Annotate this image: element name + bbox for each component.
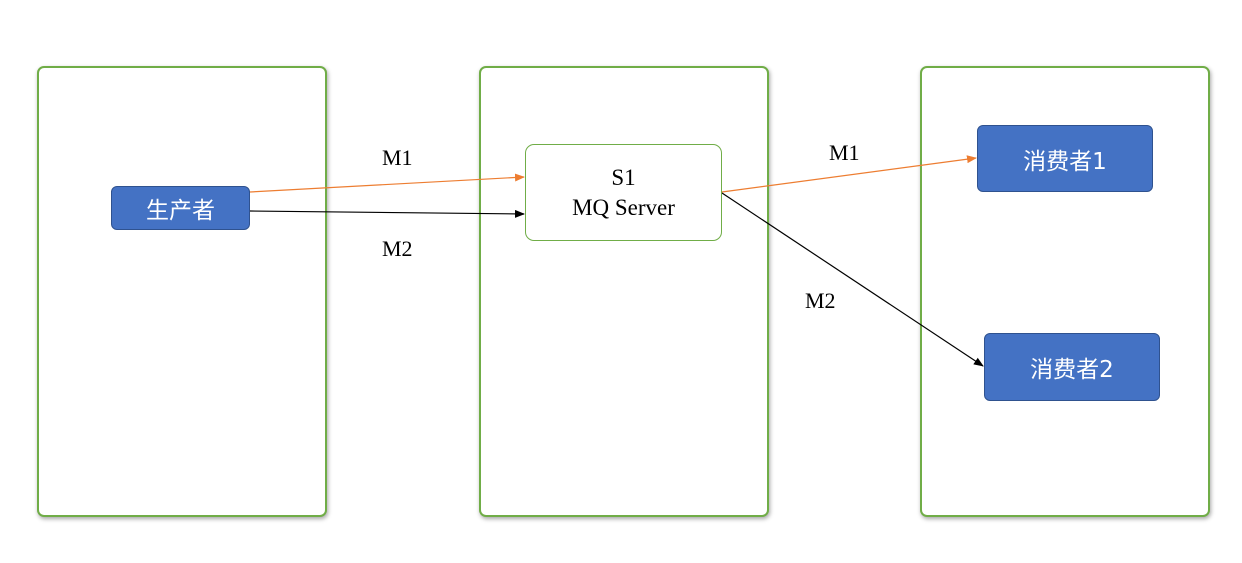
edge-label-m2-consumer2: M2 (805, 288, 836, 313)
producer-node[interactable]: 生产者 (111, 186, 250, 230)
producer-label: 生产者 (146, 198, 215, 224)
edge-label-m1-consumer1: M1 (829, 140, 860, 165)
consumer1-label: 消费者1 (1023, 148, 1107, 175)
edge-label-m2-producer: M2 (382, 236, 413, 261)
server-name-label: MQ Server (572, 194, 675, 220)
producer-panel (37, 66, 327, 517)
consumer1-node[interactable]: 消费者1 (977, 125, 1153, 192)
server-id-label: S1 (611, 164, 636, 190)
consumer2-label: 消费者2 (1030, 357, 1114, 383)
edge-label-m1-producer: M1 (382, 145, 413, 170)
server-panel (479, 66, 769, 517)
mq-server-node[interactable]: S1 MQ Server (525, 144, 722, 241)
consumer2-node[interactable]: 消费者2 (984, 333, 1160, 401)
